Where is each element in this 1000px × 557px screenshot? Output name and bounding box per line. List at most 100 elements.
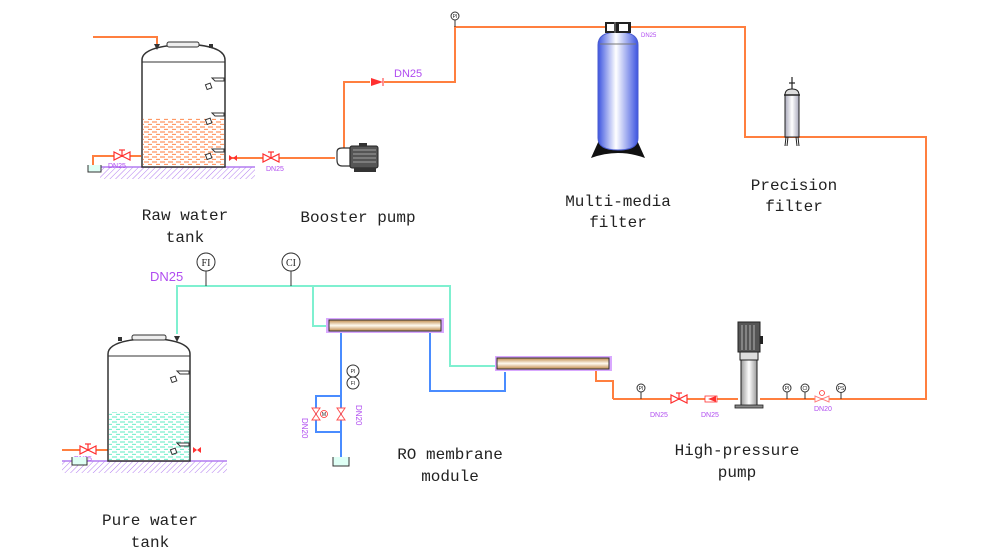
raw-tank-outlet-valve[interactable] [262,151,280,163]
raw-tank-outlet-check [229,155,237,161]
pure-tank-manhole [131,334,167,341]
raw-tank-inlet-arrow [154,44,160,50]
product-conductivity-indicator[interactable]: CI [281,252,301,286]
booster-pressure-gauge[interactable]: PI [450,11,460,27]
pure-water-tank[interactable]: DN25 Pure water tank [62,334,227,552]
raw-tank-level-gauges [204,77,225,161]
mmf-valve-port-right [619,24,628,31]
hp-outlet-pressure-gauge[interactable]: PI [782,383,792,399]
raw-tank-vent [209,44,213,48]
precision-filter-label-line2: filter [765,198,823,216]
hp-outlet-valve[interactable] [814,390,830,403]
hp-inlet-check-size: DN25 [701,412,719,419]
booster-pressure-tag: PI [453,14,458,20]
high-pressure-pump[interactable]: High-pressure pump [675,321,800,482]
raw-water-tank-label-line1: Raw water [142,207,228,225]
membrane1-permeate-pipe [312,286,328,327]
hp-pump-coupling [739,351,759,361]
mmf-valve-port-left [607,24,614,31]
ro-membrane-vessel-1[interactable] [326,318,444,333]
product-header-pipe [176,285,496,367]
concentrate-pipes [315,333,506,458]
precision-filter-legs [784,136,800,147]
hp-pump-motor [737,321,761,353]
raw-tank-drain-size: DN25 [108,163,126,170]
pure-water-tank-label-line1: Pure water [102,512,198,530]
concentrate-valve-left-size: DN20 [300,418,309,439]
hp-outlet-pressure-switch-tag: PS [838,386,845,392]
ro-vessel-2-tube [496,357,610,370]
raw-water-tank[interactable]: DN25 DN25 Raw water tank [87,41,284,247]
pure-water-tank-label-line2: tank [131,534,169,552]
precision-filter-housing [784,94,800,138]
pure-tank-drain-sump [71,457,88,466]
concentrate-motor-valve[interactable]: M [311,407,328,421]
raw-tank-inlet-pipe [93,36,158,47]
hp-outlet-valve-size: DN20 [814,406,832,413]
ro-membrane-vessel-2[interactable] [495,356,612,371]
booster-pump-foot [354,168,376,172]
ro-membrane-module[interactable]: RO membrane module [326,318,612,486]
hp-outlet-conductivity-meter[interactable]: CI [800,383,810,399]
ro-membrane-label-line1: RO membrane [397,446,503,464]
booster-outlet-size: DN25 [394,68,422,80]
pure-tank-drain-valve[interactable] [79,443,97,455]
raw-tank-manhole [166,41,200,48]
mmf-vessel [597,31,639,151]
booster-pump-motor [349,145,379,169]
hp-inlet-pressure-gauge[interactable]: PI [636,383,646,399]
hp-inlet-check-valve[interactable] [704,395,718,403]
hp-pump-base [734,404,764,409]
hp-to-membrane-pipe [595,370,614,399]
raw-tank-drain-sump [87,165,102,173]
mmf-inlet-size: DN25 [641,33,657,39]
concentrate-valve-right-size: DN20 [354,405,363,426]
booster-pump-label: Booster pump [300,209,415,227]
booster-pump-volute [336,147,351,167]
precision-filter-label-line1: Precision [751,177,837,195]
hp-outlet-conductivity-tag: CI [803,386,808,392]
product-header-size: DN25 [150,269,183,284]
ro-vessel-1-tube [328,319,442,332]
motor-valve-tag: M [322,412,326,418]
pure-tank-vent [118,337,122,341]
multi-media-filter-label-line2: filter [589,214,647,232]
concentrate-bypass-pipe [315,395,341,433]
booster-pump-fins [353,149,376,163]
ro-membrane-label-line2: module [421,468,479,486]
concentrate-pressure-indicator[interactable]: PI [346,364,360,378]
hp-pump-junction-box [760,336,763,344]
multi-media-filter[interactable]: DN25 Multi-media filter [565,22,671,232]
pure-tank-outlet-check [193,447,201,453]
product-flow-indicator[interactable]: FI [196,252,216,286]
booster-pump-terminal [359,143,367,146]
concentrate-pressure-tag: PI [351,369,356,375]
product-conductivity-tag: CI [286,258,296,269]
hp-inlet-valve[interactable] [670,392,688,404]
hp-outlet-pressure-tag: PI [785,386,790,392]
raw-tank-drain-valve[interactable] [113,149,131,161]
high-pressure-pump-label-line2: pump [718,464,756,482]
multi-media-filter-label-line1: Multi-media [565,193,671,211]
hp-inlet-valve-size: DN25 [650,412,668,419]
raw-water-tank-label-line2: tank [166,229,204,247]
concentrate-drain-sump [332,457,350,467]
raw-tank-outlet-size: DN25 [266,166,284,173]
booster-check-valve[interactable] [370,78,384,86]
precision-filter-cap [784,88,800,96]
hp-inlet-pressure-tag: PI [639,386,644,392]
product-flow-tag: FI [202,258,211,269]
pure-tank-inlet-arrow [174,336,180,342]
concentrate-flow-indicator[interactable]: FI [346,376,360,390]
concentrate-manual-valve[interactable] [336,407,346,421]
product-water-pipes [176,285,496,367]
hp-outlet-pressure-switch[interactable]: PS [836,383,846,400]
hp-pump-body [740,359,758,407]
booster-pump[interactable]: Booster pump [300,143,416,227]
pure-tank-base-hatch [62,461,227,473]
mmf-control-valve[interactable] [605,22,631,33]
raw-tank-base-hatch [100,167,255,179]
pure-tank-level-gauges [169,370,190,456]
hp-pump-motor-fins [741,325,755,350]
precision-filter[interactable]: Precision filter [751,77,837,216]
